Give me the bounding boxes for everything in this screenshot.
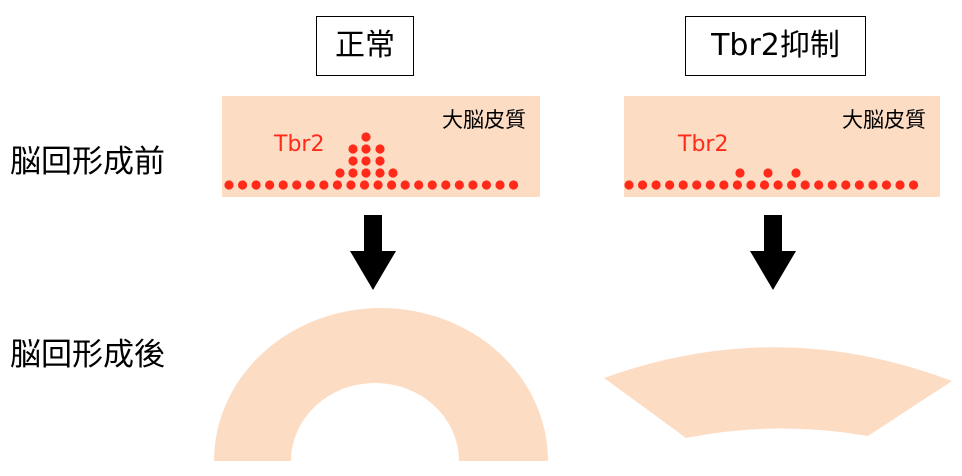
cell-dot	[305, 180, 315, 190]
cell-dot	[773, 180, 783, 190]
flat-cortex-suppressed	[604, 347, 952, 438]
cell-dot	[237, 180, 248, 190]
cell-dot	[224, 180, 234, 190]
cell-dot	[373, 180, 383, 190]
cell-dot	[651, 180, 661, 190]
cell-dot	[387, 180, 397, 190]
cell-dot	[735, 168, 745, 178]
cortex-label-suppressed: 大脳皮質	[842, 108, 926, 132]
cortex-label-normal: 大脳皮質	[442, 108, 526, 132]
cell-dot	[414, 180, 424, 190]
cell-dot	[348, 144, 358, 154]
cell-dot	[746, 180, 756, 190]
row-label-after: 脳回形成後	[10, 337, 165, 373]
cell-dot	[361, 132, 371, 142]
cell-dot	[454, 180, 464, 190]
cell-dot	[759, 180, 770, 190]
cell-dot	[359, 180, 370, 190]
cell-dot	[278, 180, 288, 190]
cell-dot	[335, 168, 345, 178]
cell-dot	[791, 168, 801, 178]
cell-dot	[800, 180, 810, 190]
cell-dot	[292, 180, 302, 190]
cell-dot	[332, 180, 342, 190]
cell-dot	[265, 180, 275, 190]
cell-dot	[508, 180, 519, 190]
cell-dot	[841, 180, 851, 190]
cortex-panel-normal: 大脳皮質 Tbr2	[222, 96, 540, 197]
cell-dot	[361, 144, 371, 154]
cell-dot	[637, 180, 648, 190]
cell-dot	[319, 180, 329, 190]
cell-group-suppressed	[624, 168, 919, 190]
cell-dot	[441, 180, 451, 190]
cell-dot	[732, 180, 743, 190]
header-normal: 正常	[316, 16, 414, 76]
cell-dot	[705, 180, 715, 190]
cell-dot	[678, 180, 688, 190]
cell-dot	[665, 180, 675, 190]
cell-dot	[361, 168, 371, 178]
cell-dot	[346, 180, 356, 190]
row-label-before: 脳回形成前	[10, 144, 165, 180]
cell-dot	[763, 168, 773, 178]
cell-dot	[854, 180, 864, 190]
folded-cortex-normal	[214, 308, 548, 461]
cortex-panel-suppressed: 大脳皮質 Tbr2	[624, 96, 940, 197]
cell-dot	[719, 180, 729, 190]
cell-dot	[624, 180, 634, 190]
header-suppressed: Tbr2抑制	[685, 16, 866, 76]
cell-dot	[348, 156, 358, 166]
cell-dot	[251, 180, 261, 190]
cell-dot	[908, 180, 919, 190]
cell-dot	[495, 180, 505, 190]
cell-dot	[814, 180, 824, 190]
arrow-down-icon	[350, 215, 396, 290]
cell-dot	[400, 180, 410, 190]
cell-dot	[881, 180, 892, 190]
header-normal-label: 正常	[335, 28, 395, 63]
cell-dot	[827, 180, 837, 190]
cell-dot	[481, 180, 492, 190]
tbr2-label-normal: Tbr2	[274, 132, 325, 157]
cell-dot	[468, 180, 478, 190]
cell-dot	[348, 168, 358, 178]
tbr2-label-suppressed: Tbr2	[678, 132, 729, 157]
cell-dot	[787, 180, 797, 190]
cell-dot	[868, 180, 878, 190]
cell-dot	[692, 180, 702, 190]
cell-dot	[427, 180, 437, 190]
cell-dot	[388, 168, 398, 178]
cell-dot	[361, 156, 371, 166]
cell-dot	[375, 144, 385, 154]
cell-dot	[895, 180, 905, 190]
cell-dot	[375, 156, 385, 166]
arrow-down-icon	[750, 215, 796, 290]
header-suppressed-label: Tbr2抑制	[711, 28, 840, 63]
cell-group-normal	[224, 132, 519, 190]
cell-dot	[375, 168, 385, 178]
